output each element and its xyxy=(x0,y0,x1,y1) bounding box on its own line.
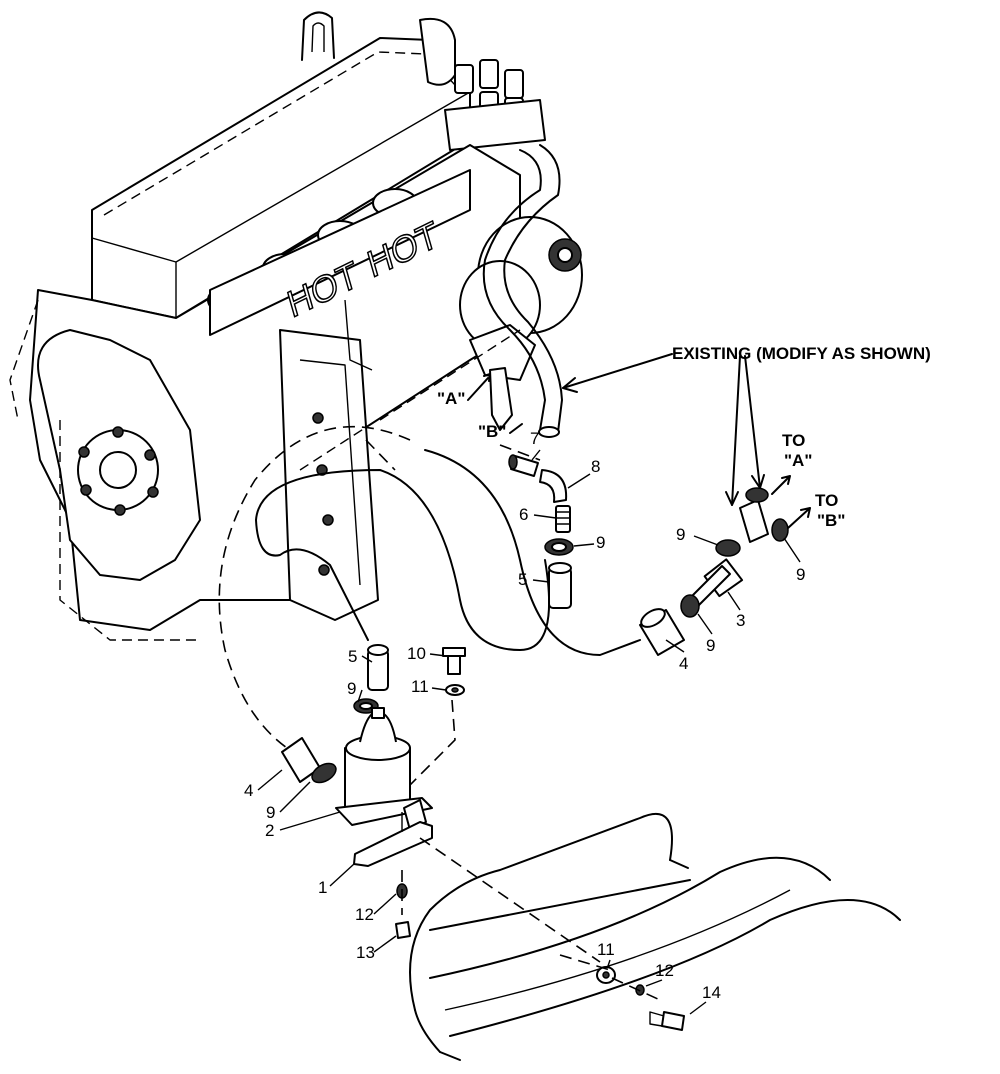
callout-leaders xyxy=(257,449,801,1015)
callout-9-right: 9 xyxy=(796,565,805,584)
callout-9-upper: 9 xyxy=(596,533,605,552)
frame-rail xyxy=(409,812,901,1061)
heater-unit xyxy=(281,644,601,963)
callout-9-left: 9 xyxy=(266,803,275,822)
fittings xyxy=(508,454,789,656)
callout-9-mid: 9 xyxy=(706,636,715,655)
callout-11-upper: 11 xyxy=(411,677,429,696)
alternator xyxy=(459,216,583,350)
callout-12-lower: 12 xyxy=(655,961,674,980)
to-b-line1: TO xyxy=(815,491,838,510)
callouts: 7 8 6 9 5 9 9 3 9 4 5 10 9 11 4 9 2 1 12… xyxy=(244,429,805,1002)
callout-8: 8 xyxy=(591,457,600,476)
callout-5-upper: 5 xyxy=(518,570,527,589)
callout-6: 6 xyxy=(519,505,528,524)
callout-14: 14 xyxy=(702,983,721,1002)
callout-13: 13 xyxy=(356,943,375,962)
leader-arrows xyxy=(562,353,811,529)
callout-10: 10 xyxy=(407,644,426,663)
callout-9-tee: 9 xyxy=(676,525,685,544)
to-b-line2: "B" xyxy=(817,511,845,530)
callout-1: 1 xyxy=(318,878,327,897)
callout-3: 3 xyxy=(736,611,745,630)
injectors xyxy=(444,59,546,151)
callout-4-right: 4 xyxy=(679,654,688,673)
hose-routing xyxy=(218,425,641,791)
callout-5-lower: 5 xyxy=(348,647,357,666)
port-a-label: "A" xyxy=(437,389,465,408)
callout-12-upper: 12 xyxy=(355,905,374,924)
to-a-line1: TO xyxy=(782,431,805,450)
callout-2: 2 xyxy=(265,821,274,840)
existing-note: EXISTING (MODIFY AS SHOWN) xyxy=(672,344,931,363)
callout-11-lower: 11 xyxy=(597,940,615,959)
to-a-line2: "A" xyxy=(784,451,812,470)
callout-7: 7 xyxy=(530,429,539,448)
engine: HOT HOT "A" "B" xyxy=(9,11,583,641)
callout-9-heater: 9 xyxy=(347,679,356,698)
callout-4-left: 4 xyxy=(244,781,253,800)
port-b-label: "B" xyxy=(478,422,506,441)
